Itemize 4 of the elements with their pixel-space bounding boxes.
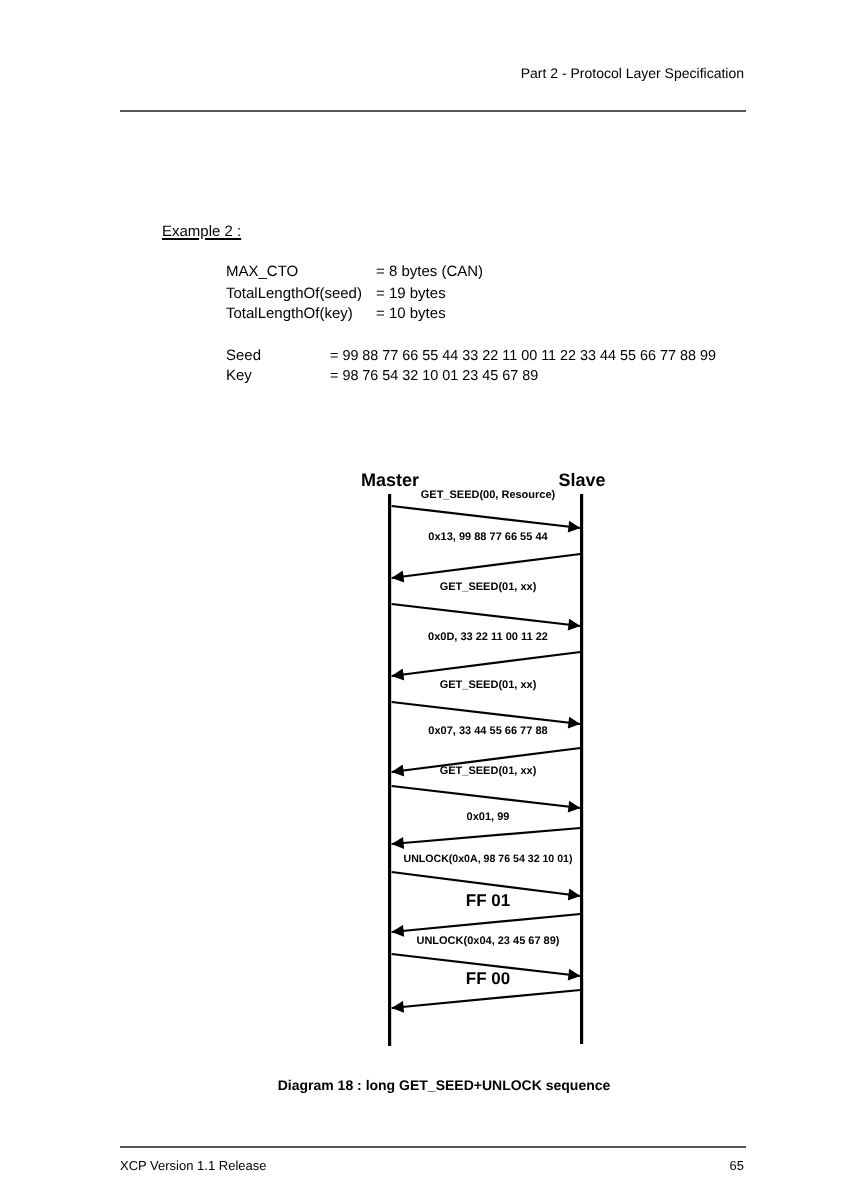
participant-name: Master <box>358 470 422 492</box>
message-label: FF 00 <box>463 969 513 987</box>
participant-name: Slave <box>556 470 608 492</box>
message-label: FF 01 <box>463 892 513 909</box>
